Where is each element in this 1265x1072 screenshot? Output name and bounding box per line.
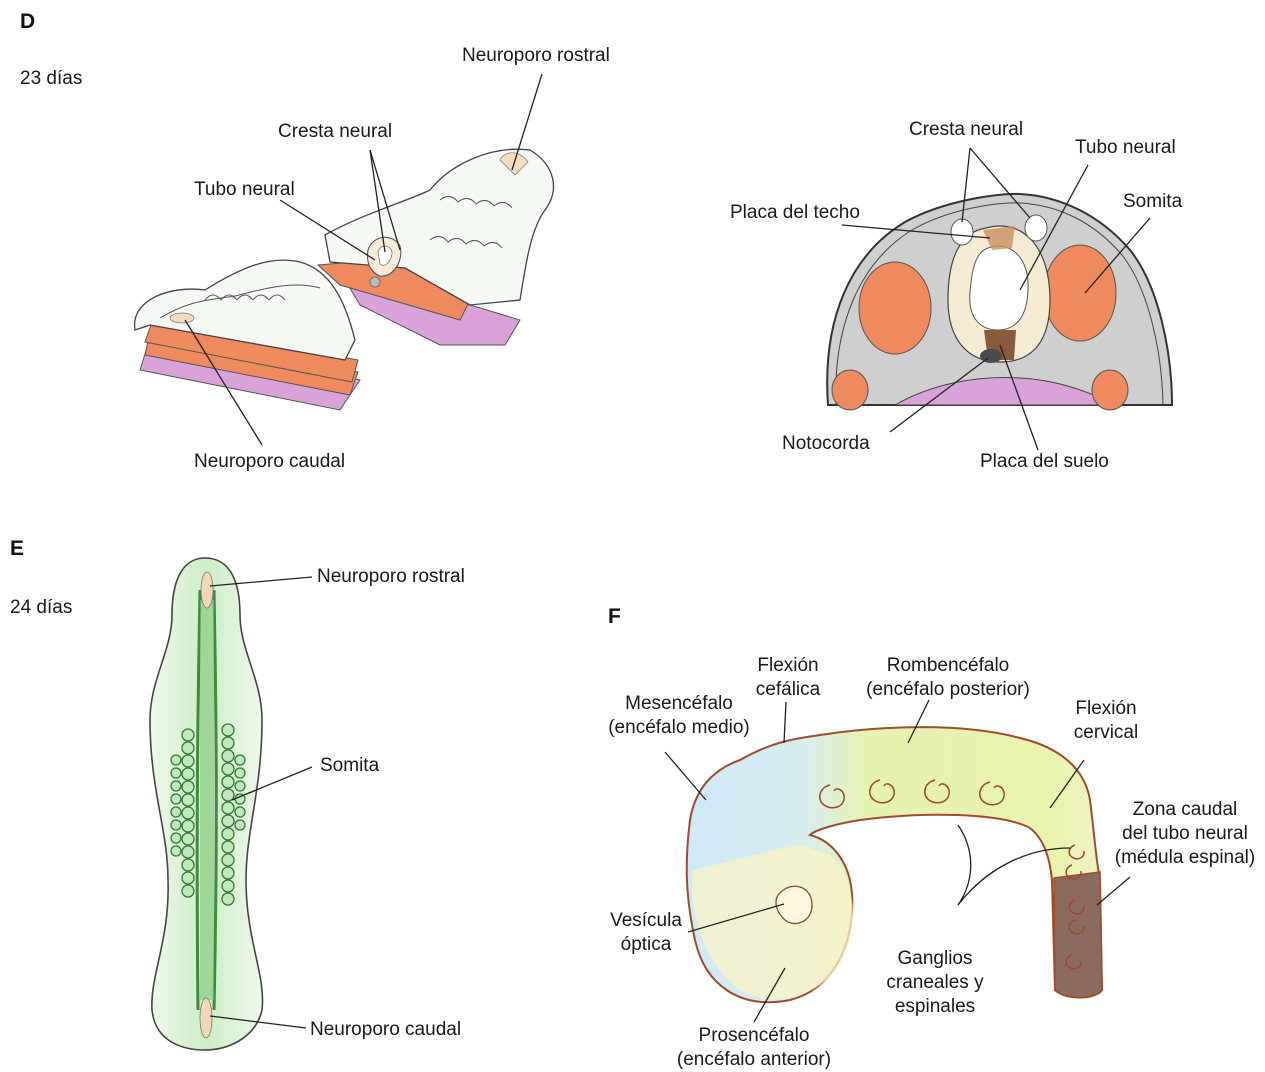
label-e-somita: Somita xyxy=(320,754,379,778)
label-e-neuroporo-caudal: Neuroporo caudal xyxy=(310,1018,461,1042)
label-e-neuroporo-rostral: Neuroporo rostral xyxy=(317,565,465,589)
label-section-notocorda: Notocorda xyxy=(782,432,870,456)
label-vesicula-optica: Vesícula óptica xyxy=(598,909,694,957)
somite-right xyxy=(1044,245,1116,341)
panel-f-letter: F xyxy=(608,605,621,629)
label-d-neuroporo-caudal: Neuroporo caudal xyxy=(194,450,345,474)
label-d-neuroporo-rostral: Neuroporo rostral xyxy=(462,44,610,68)
label-flexion-cervical: Flexión cervical xyxy=(1058,697,1154,745)
panel-e-age: 24 días xyxy=(10,597,72,619)
label-rombencefalo: Rombencéfalo (encéfalo posterior) xyxy=(852,654,1044,702)
label-section-cresta-neural: Cresta neural xyxy=(909,118,1023,142)
label-d-tubo-neural: Tubo neural xyxy=(194,178,295,202)
panel-d-letter: D xyxy=(20,10,35,34)
label-d-cresta-neural: Cresta neural xyxy=(278,120,392,144)
panel-d-age: 23 días xyxy=(20,68,82,90)
label-section-placa-del-suelo: Placa del suelo xyxy=(980,450,1109,474)
label-section-tubo-neural: Tubo neural xyxy=(1075,136,1176,160)
panel-e-letter: E xyxy=(10,537,24,561)
label-zona-caudal: Zona caudal del tubo neural (médula espi… xyxy=(1105,798,1265,870)
spinal-region xyxy=(1054,872,1102,998)
label-section-somita: Somita xyxy=(1123,190,1182,214)
label-prosencefalo: Prosencéfalo (encéfalo anterior) xyxy=(658,1024,850,1072)
somite-left xyxy=(859,262,931,354)
panel-d-cross-section xyxy=(827,194,1172,410)
label-ganglios: Ganglios craneales y espinales xyxy=(872,947,998,1019)
panel-e-embryo-drawing xyxy=(150,558,263,1050)
label-mesencefalo: Mesencéfalo (encéfalo medio) xyxy=(596,692,762,740)
label-section-placa-del-techo: Placa del techo xyxy=(730,201,860,225)
